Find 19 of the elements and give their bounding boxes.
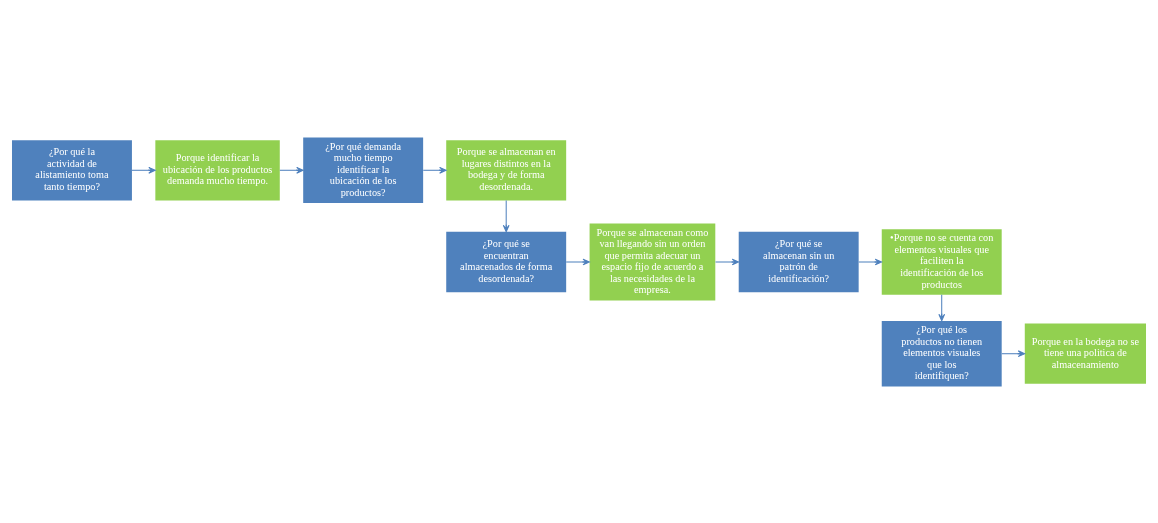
arrow [715, 258, 740, 265]
arrow [858, 258, 883, 265]
arrow [565, 258, 590, 265]
node-box: ¿Por qué se encuentran almacenados de forma desordenada? [446, 231, 567, 292]
node-box: •Porque no se cuenta con elementos visuales que faciliten la identificación de los productos [881, 228, 1002, 295]
arrow [279, 166, 304, 174]
node-box: ¿Por qué la actividad de alistamiento toma tanto tiempo? [12, 139, 132, 200]
node-box: ¿Por qué demanda mucho tiempo identificar la ubicación de los productos? [303, 137, 424, 203]
arrow [131, 166, 156, 174]
node-box: Porque se almacenan en lugares distintos en la bodega y de forma desordenada. [446, 139, 567, 200]
node-box: Porque identificar la ubicación de los productos demanda mucho tiempo. [155, 139, 280, 200]
arrow [938, 293, 946, 321]
arrow [422, 166, 447, 174]
node-box: Porque se almacenan como van llegando sin un orden que permita adecuar un espacio fijo de acuerdo a las necesidades de la empresa. [589, 223, 716, 300]
node-box: ¿Por qué los productos no tienen elementos visuales que los identifiquen? [881, 320, 1002, 386]
arrow [502, 199, 510, 232]
arrow [1001, 349, 1026, 357]
node-box: ¿Por qué se almacenan sin un patrón de identificación? [738, 231, 859, 292]
node-box: Porque en la bodega no se tiene una politica de almacenamiento [1024, 323, 1146, 384]
